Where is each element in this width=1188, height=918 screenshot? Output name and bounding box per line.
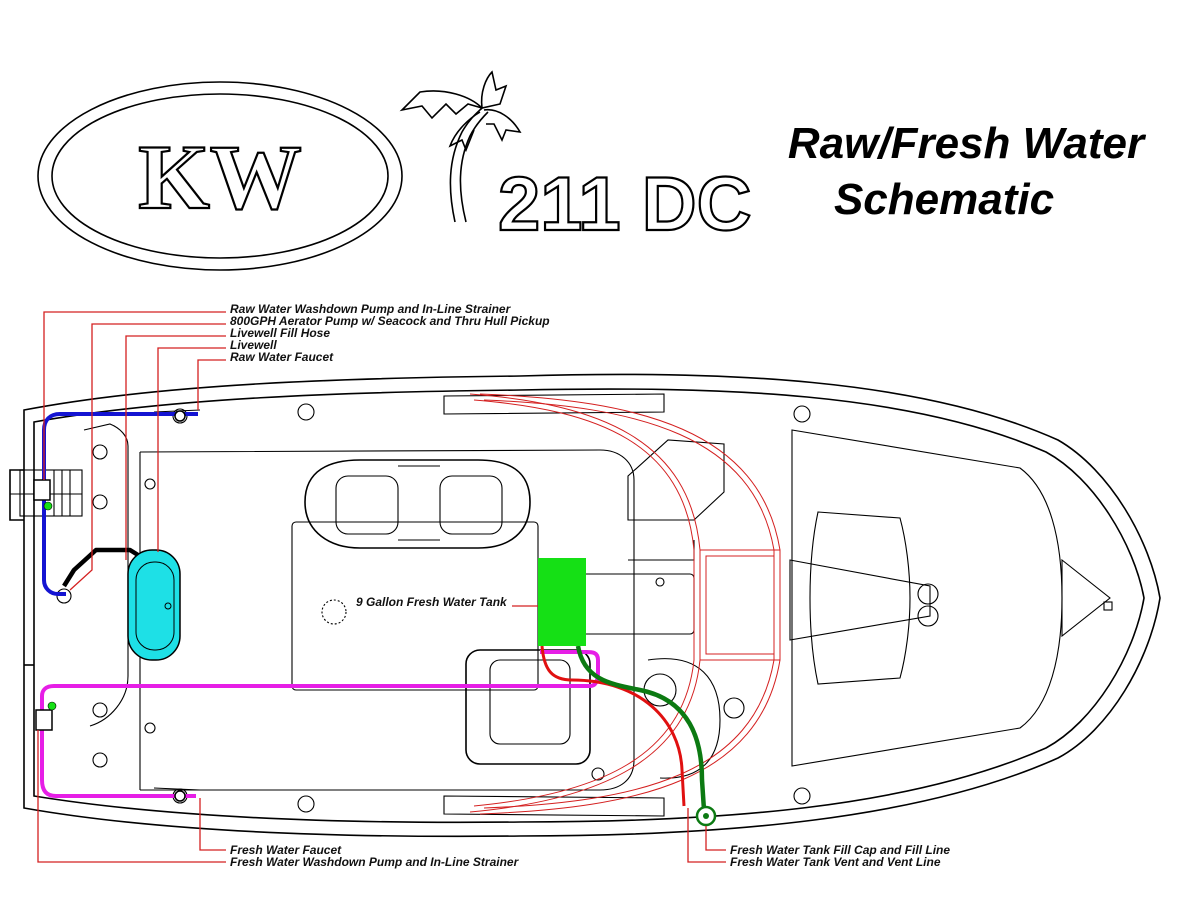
fresh-water-tank bbox=[538, 558, 586, 646]
vent-line bbox=[540, 645, 686, 807]
callouts-bottom-right: Fresh Water Tank Fill Cap and Fill Line … bbox=[730, 843, 950, 869]
tank-label: 9 Gallon Fresh Water Tank bbox=[356, 595, 508, 609]
boat-hull bbox=[9, 373, 1161, 838]
callout-raw-washdown-pump: Raw Water Washdown Pump and In-Line Stra… bbox=[230, 302, 512, 316]
callout-aerator-pump: 800GPH Aerator Pump w/ Seacock and Thru … bbox=[230, 314, 550, 328]
callouts-bottom-left: Fresh Water Faucet Fresh Water Washdown … bbox=[230, 843, 520, 869]
raw-water-faucet bbox=[174, 410, 186, 422]
callout-leaders bbox=[37, 311, 726, 863]
title-line-1: Raw/Fresh Water bbox=[788, 119, 1147, 168]
callout-livewell-fill-hose: Livewell Fill Hose bbox=[230, 326, 330, 340]
fresh-water-line bbox=[40, 650, 600, 798]
fresh-water-faucet bbox=[174, 790, 186, 802]
callout-fill-cap: Fresh Water Tank Fill Cap and Fill Line bbox=[730, 843, 950, 857]
callout-raw-water-faucet: Raw Water Faucet bbox=[230, 350, 334, 364]
livewell-fill-hose bbox=[62, 547, 148, 588]
fill-line bbox=[575, 645, 707, 811]
raw-water-pump bbox=[33, 479, 53, 511]
callout-livewell: Livewell bbox=[230, 338, 277, 352]
callouts-top: Raw Water Washdown Pump and In-Line Stra… bbox=[230, 302, 550, 364]
brand-logo-text: KW bbox=[138, 126, 302, 228]
model-text: 211 DC bbox=[498, 162, 752, 247]
livewell bbox=[127, 549, 181, 661]
callout-fresh-washdown-pump: Fresh Water Washdown Pump and In-Line St… bbox=[230, 855, 520, 869]
callout-vent-line: Fresh Water Tank Vent and Vent Line bbox=[730, 855, 941, 869]
palm-tree-icon bbox=[399, 70, 522, 223]
fresh-water-pump bbox=[35, 701, 57, 731]
fill-cap bbox=[695, 805, 717, 827]
title-line-2: Schematic bbox=[834, 175, 1054, 224]
callout-fresh-water-faucet: Fresh Water Faucet bbox=[230, 843, 342, 857]
kw-logo: KW bbox=[37, 81, 403, 271]
